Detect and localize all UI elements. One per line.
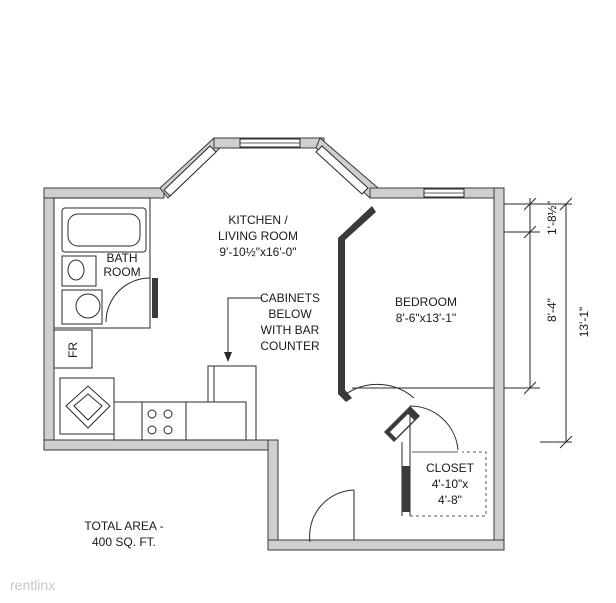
closet-dims-2: 4'-8" [438,493,462,507]
closet-label: CLOSET [426,461,475,475]
fridge-label: FR [66,342,80,358]
windows [163,138,465,198]
entry-door [309,489,355,543]
bedroom-label: BEDROOM [395,295,457,309]
bath-label-1: BATH [106,251,137,265]
bedroom-wall [338,206,376,402]
labels: KITCHEN / LIVING ROOM 9'-10½"x16'-0" BAT… [66,201,591,549]
kitchen-fixtures [53,297,262,441]
dimension-total: 13'-1" [577,307,591,338]
total-area-value: 400 SQ. FT. [92,535,156,549]
dimension-mid: 8'-4" [545,298,559,322]
closet [402,451,487,517]
kitchen-dims: 9'-10½"x16'-0" [219,245,296,259]
kitchen-label-2: LIVING ROOM [218,229,298,243]
bedroom-dims: 8'-6"x13'-1" [396,311,456,325]
cabinets-label-4: COUNTER [260,339,320,353]
closet-dims-1: 4'-10"x [432,477,469,491]
cabinets-label-3: WITH BAR [261,323,320,337]
cabinets-label-1: CABINETS [260,291,320,305]
fridge [53,329,93,369]
dimension-lines [504,197,573,449]
stove [141,401,187,441]
watermark: rentlinx [10,577,55,593]
dimension-top: 1'-8½" [545,201,559,235]
bathroom [53,197,158,329]
bath-label-2: ROOM [103,265,140,279]
total-area-label: TOTAL AREA - [84,519,163,533]
cabinets-label-2: BELOW [268,307,312,321]
kitchen-label-1: KITCHEN / [228,213,288,227]
